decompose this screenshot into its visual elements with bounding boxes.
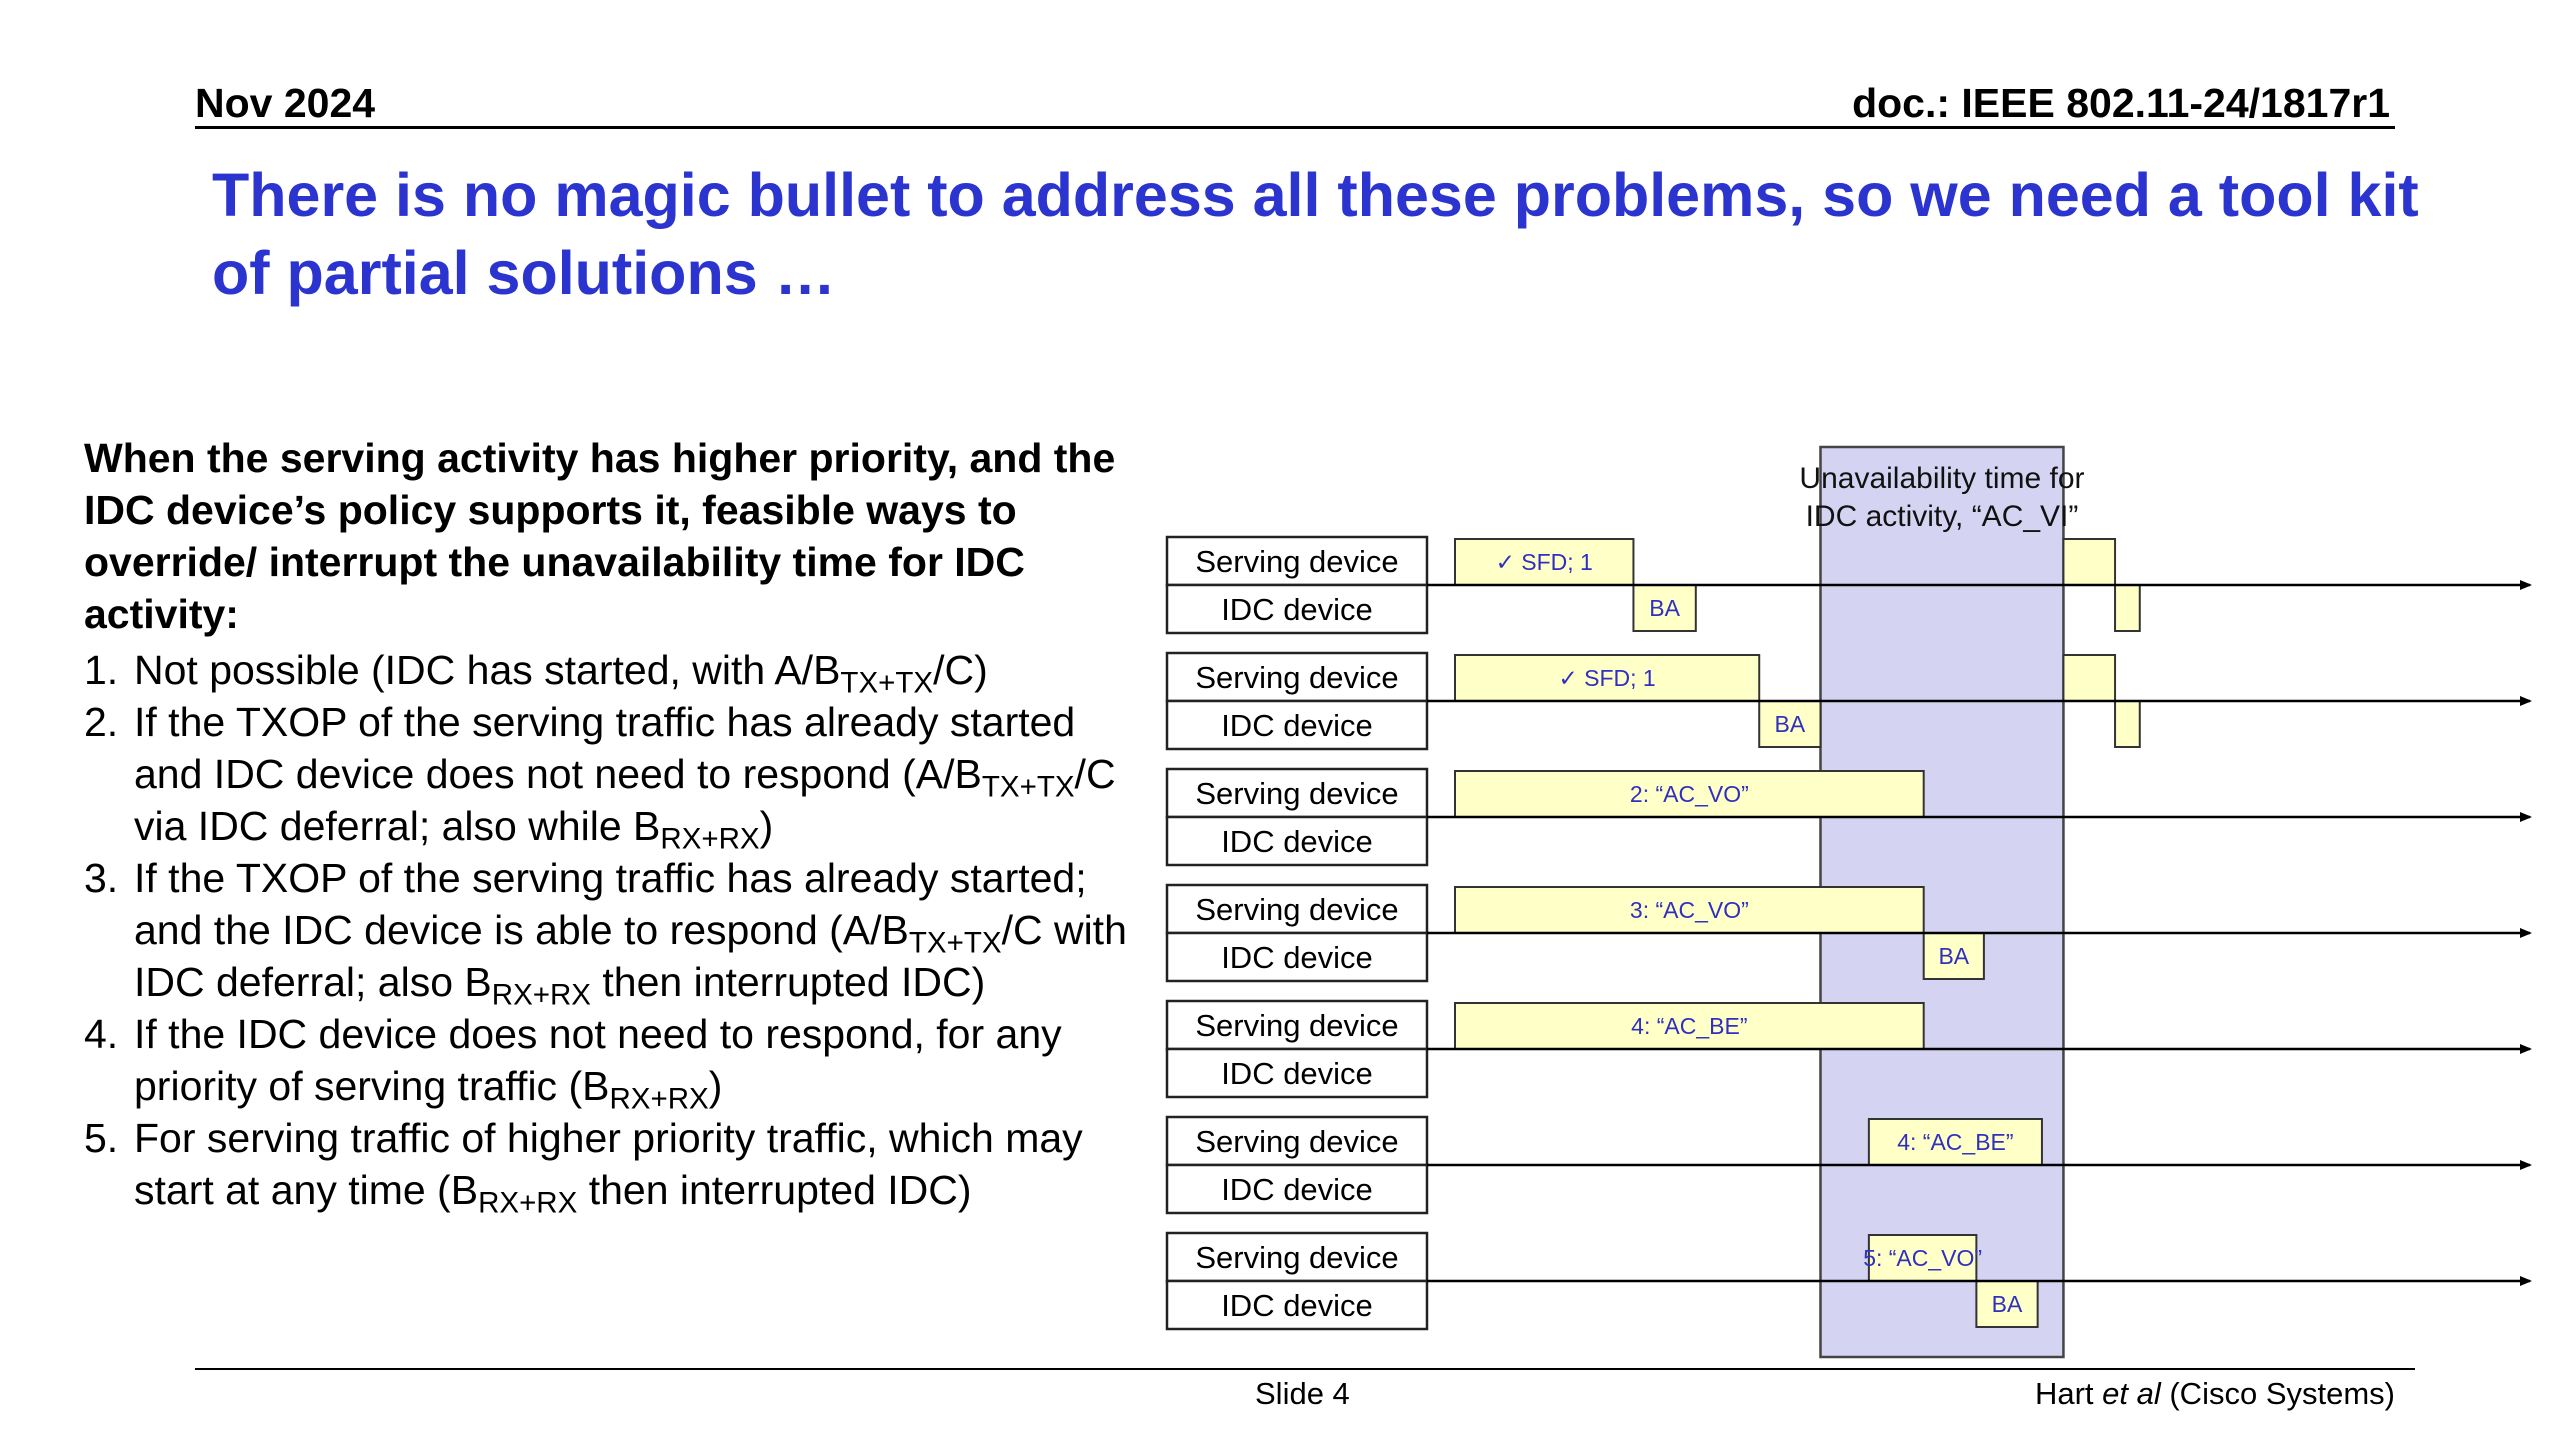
idc-device-label: IDC device [1221,1288,1373,1323]
list-item-text: ) [759,803,774,849]
list-item-text: If the TXOP of the serving traffic has a… [134,699,1076,797]
idc-frame [1975,1280,2039,1328]
list-item: 4. If the IDC device does not need to res… [84,1008,1144,1116]
idc-device-label-box [1165,1163,1429,1215]
frame-label: 4: “AC_BE” [1897,1129,2013,1155]
idc-device-label-box [1165,1047,1429,1099]
lead-paragraph: When the serving activity has higher pri… [84,435,1116,637]
header-doc-id: doc.: IEEE 802.11-24/1817r1 [1852,80,2390,126]
unavailability-label: IDC activity, “AC_VI” [1806,500,2079,533]
serving-frame [1454,886,1925,934]
idc-device-label-box [1165,699,1429,751]
idc-frame [2114,584,2141,632]
idc-device-label: IDC device [1221,708,1373,743]
frame-label: ✓ SFD; 1 [1496,549,1593,575]
footer-rule [195,1368,2415,1370]
serving-frame [2062,654,2117,702]
idc-frame [1922,932,1985,980]
list-item-text: ) [708,1063,723,1109]
list-item-number: 5. [84,1115,119,1161]
footer-author: Hart et al (Cisco Systems) [2035,1376,2395,1412]
serving-device-label: Serving device [1195,1240,1398,1275]
list-item-number: 4. [84,1011,119,1057]
frame-label: ✓ SFD; 1 [1558,665,1655,691]
idc-device-label-box [1165,583,1429,635]
list-item-text: /C via IDC deferral; also while B [134,751,1116,849]
list-item-text: Not possible (IDC has started, with A/B [134,647,841,693]
list-item-number: 2. [84,699,119,745]
header-date: Nov 2024 [195,80,376,126]
idc-device-label-box [1165,1279,1429,1331]
footer-author-etal: et al [2102,1376,2161,1411]
frame-label: 5: “AC_VO” [1863,1245,1982,1271]
idc-device-label-box [1165,931,1429,983]
serving-frame [1867,1118,2043,1166]
list-item-text: If the TXOP of the serving traffic has a… [134,855,1087,953]
subscript: RX+RX [478,1186,578,1220]
list-item: 1. Not possible (IDC has started, with A/… [84,644,1144,700]
subscript: RX+RX [609,1082,709,1116]
frame-label: 3: “AC_VO” [1630,897,1749,923]
idc-device-label: IDC device [1221,940,1373,975]
serving-frame [1454,770,1925,818]
serving-device-label: Serving device [1195,544,1398,579]
serving-device-label-box [1165,999,1429,1051]
list-item-text: then interrupted IDC) [577,1167,972,1213]
list-item-number: 1. [84,647,119,693]
idc-device-label: IDC device [1221,1056,1373,1091]
slide-title: There is no magic bullet to address all … [212,161,2419,307]
footer-author-org: (Cisco Systems) [2160,1376,2395,1411]
subscript: TX+TX [908,926,1002,960]
list-item-text: /C) [933,647,988,693]
list-item: 5. For serving traffic of higher priority… [84,1112,1144,1220]
options-list: 1. Not possible (IDC has started, with A/… [84,644,1144,1220]
serving-device-label: Serving device [1195,776,1398,811]
frame-label: BA [1992,1291,2023,1317]
serving-device-label-box [1165,767,1429,819]
frame-label: BA [1649,595,1680,621]
list-item: 2. If the TXOP of the serving traffic has… [84,696,1144,856]
serving-frame [2062,538,2117,586]
idc-frame [1758,700,1822,748]
frame-label: 2: “AC_VO” [1630,781,1749,807]
subscript: RX+RX [660,822,760,856]
list-item-text: If the IDC device does not need to respo… [134,1011,1062,1109]
frame-label: BA [1775,711,1806,737]
footer-author-name: Hart [2034,1376,2103,1411]
subscript: TX+TX [981,770,1075,804]
idc-device-label: IDC device [1221,824,1373,859]
idc-frame [1632,584,1697,632]
idc-device-label-box [1165,815,1429,867]
serving-device-label: Serving device [1195,1124,1398,1159]
unavailability-label: Unavailability time for [1799,462,2084,495]
frame-label: 4: “AC_BE” [1631,1013,1747,1039]
idc-device-label: IDC device [1221,592,1373,627]
serving-device-label-box [1165,1115,1429,1167]
body-text: When the serving activity has higher pri… [84,432,1144,1220]
frame-label: BA [1938,943,1969,969]
serving-device-label: Serving device [1195,1008,1398,1043]
footer-slide-number: Slide 4 [1255,1376,1350,1411]
list-item-text: then interrupted IDC) [591,959,986,1005]
serving-frame [1454,538,1635,586]
list-item-number: 3. [84,855,119,901]
serving-device-label: Serving device [1195,660,1398,695]
header-rule [195,126,2395,129]
list-item-text: /C with IDC deferral; also B [134,907,1127,1005]
idc-device-label: IDC device [1221,1172,1373,1207]
serving-frame [1454,1002,1925,1050]
serving-device-label-box [1165,535,1429,587]
subscript: TX+TX [840,666,934,700]
subscript: RX+RX [491,978,591,1012]
serving-device-label: Serving device [1195,892,1398,927]
serving-device-label-box [1165,1231,1429,1283]
list-item: 3. If the TXOP of the serving traffic has… [84,852,1144,1012]
list-item-text: For serving traffic of higher priority t… [134,1115,1083,1213]
idc-frame [2114,700,2141,748]
